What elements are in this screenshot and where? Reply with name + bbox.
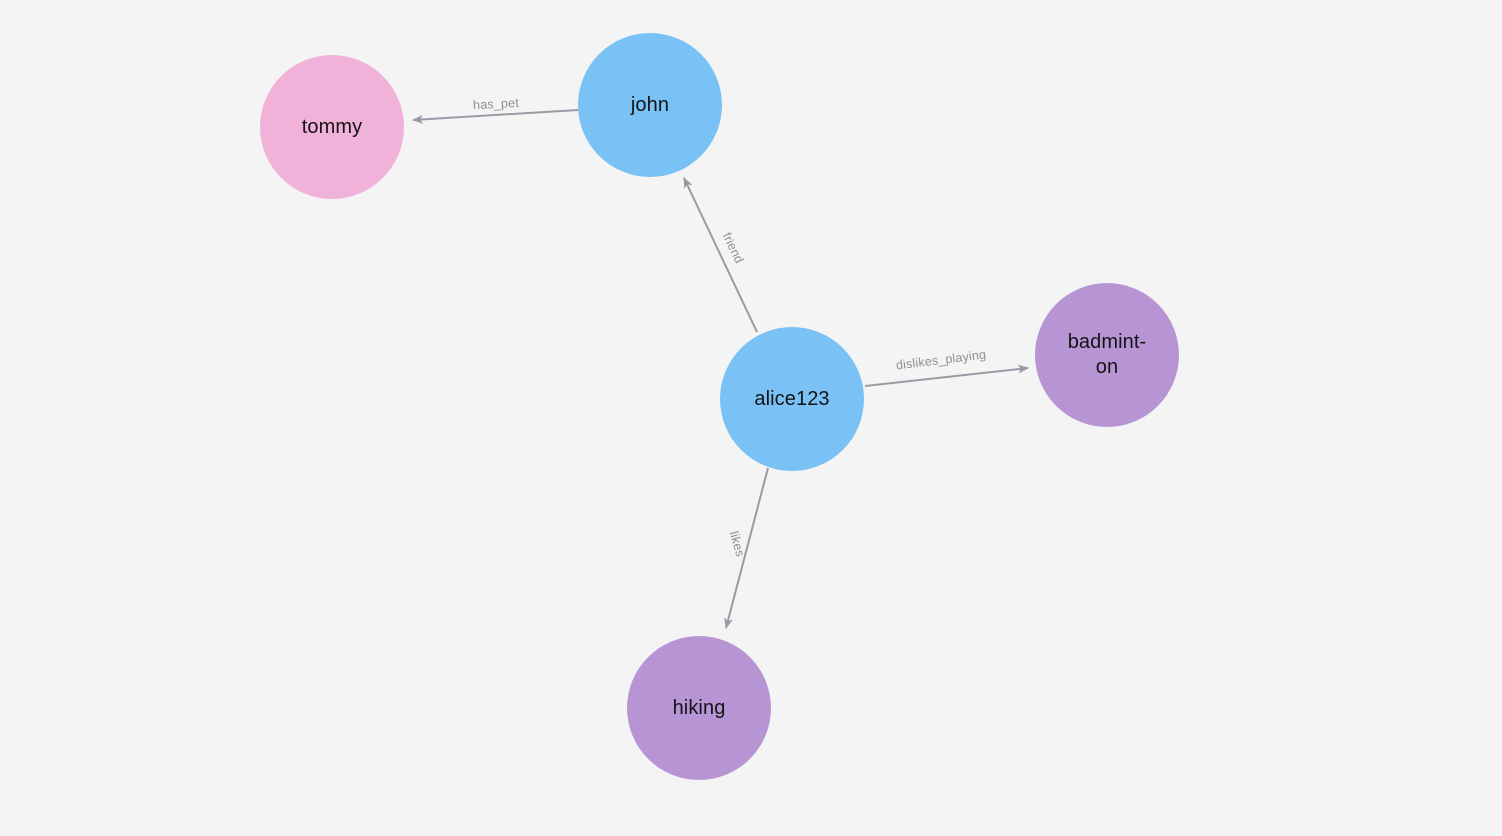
graph-node-alice123[interactable]: alice123 bbox=[720, 327, 864, 471]
graph-node-label: badmint- on bbox=[1067, 331, 1147, 378]
graph-edge[interactable] bbox=[412, 109, 579, 124]
graph-node-label: john bbox=[630, 93, 670, 116]
graph-node-label: tommy bbox=[301, 115, 363, 138]
graph-node-john[interactable]: john bbox=[578, 33, 722, 177]
graph-edge[interactable] bbox=[864, 364, 1029, 387]
graph-edge[interactable] bbox=[683, 177, 758, 333]
graph-edge[interactable] bbox=[724, 467, 769, 629]
graph-node-badminton[interactable]: badmint- on bbox=[1035, 283, 1179, 427]
graph-node-tommy[interactable]: tommy bbox=[260, 55, 404, 199]
graph-node-hiking[interactable]: hiking bbox=[627, 636, 771, 780]
graph-node-label: hiking bbox=[672, 696, 726, 719]
graph-node-label: alice123 bbox=[754, 387, 830, 410]
